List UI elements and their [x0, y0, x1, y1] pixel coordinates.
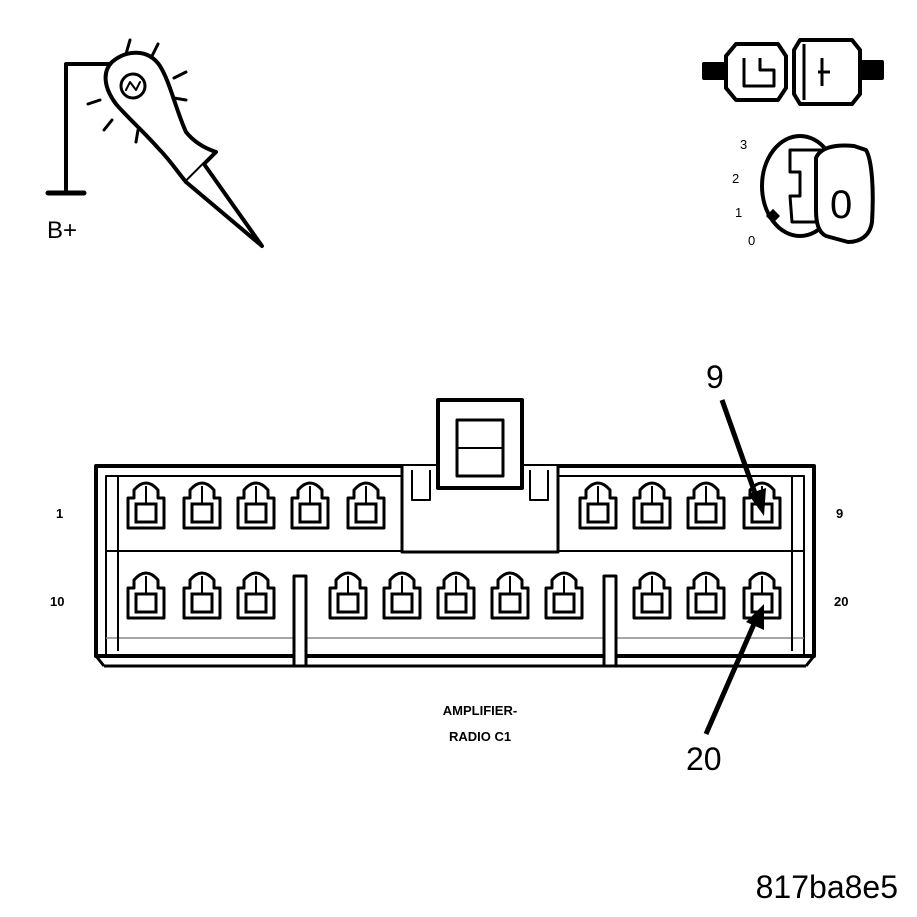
pin-cavity-8 — [686, 481, 726, 530]
row1-left-label: 1 — [56, 506, 63, 521]
pin-cavity-7 — [632, 481, 672, 530]
pin-cavity-10 — [126, 571, 166, 620]
ignition-key-icon — [760, 134, 875, 244]
pin-cavity-15 — [436, 571, 476, 620]
row2-right-label: 20 — [834, 594, 848, 609]
connector-name-line1: AMPLIFIER- — [443, 703, 517, 718]
pin-cavity-1 — [126, 481, 166, 530]
row2-left-label: 10 — [50, 594, 64, 609]
pin-cavity-17 — [544, 571, 584, 620]
pin-cavity-4 — [290, 481, 330, 530]
connector-separation-icon — [702, 38, 884, 106]
pin-cavity-3 — [236, 481, 276, 530]
probe-label: B+ — [47, 217, 77, 244]
pin-cavity-13 — [328, 571, 368, 620]
pin-cavity-5 — [346, 481, 386, 530]
pin-cavity-2 — [182, 481, 222, 530]
ignition-position-2: 2 — [732, 171, 739, 186]
callout-9-arrow — [719, 399, 766, 516]
figure-id: 817ba8e5 — [756, 869, 898, 905]
pin-cavity-16 — [490, 571, 530, 620]
connector-pins — [126, 481, 782, 620]
callout-20-arrow — [703, 604, 764, 735]
pin-cavity-18 — [632, 571, 672, 620]
connector-body — [94, 398, 816, 668]
pin-cavity-19 — [686, 571, 726, 620]
pin-cavity-20 — [742, 571, 782, 620]
ignition-key-label: 0 — [830, 183, 852, 227]
pin-cavity-6 — [578, 481, 618, 530]
connector-name-line2: RADIO C1 — [449, 729, 511, 744]
ignition-position-3: 3 — [740, 137, 747, 152]
pin-cavity-11 — [182, 571, 222, 620]
row1-right-label: 9 — [836, 506, 843, 521]
pin-cavity-12 — [236, 571, 276, 620]
callout-9-label: 9 — [706, 359, 724, 395]
test-light-probe-icon — [45, 38, 264, 248]
ignition-position-1: 1 — [735, 205, 742, 220]
ignition-position-0: 0 — [748, 233, 755, 248]
callout-20-label: 20 — [686, 741, 722, 777]
pin-cavity-14 — [382, 571, 422, 620]
